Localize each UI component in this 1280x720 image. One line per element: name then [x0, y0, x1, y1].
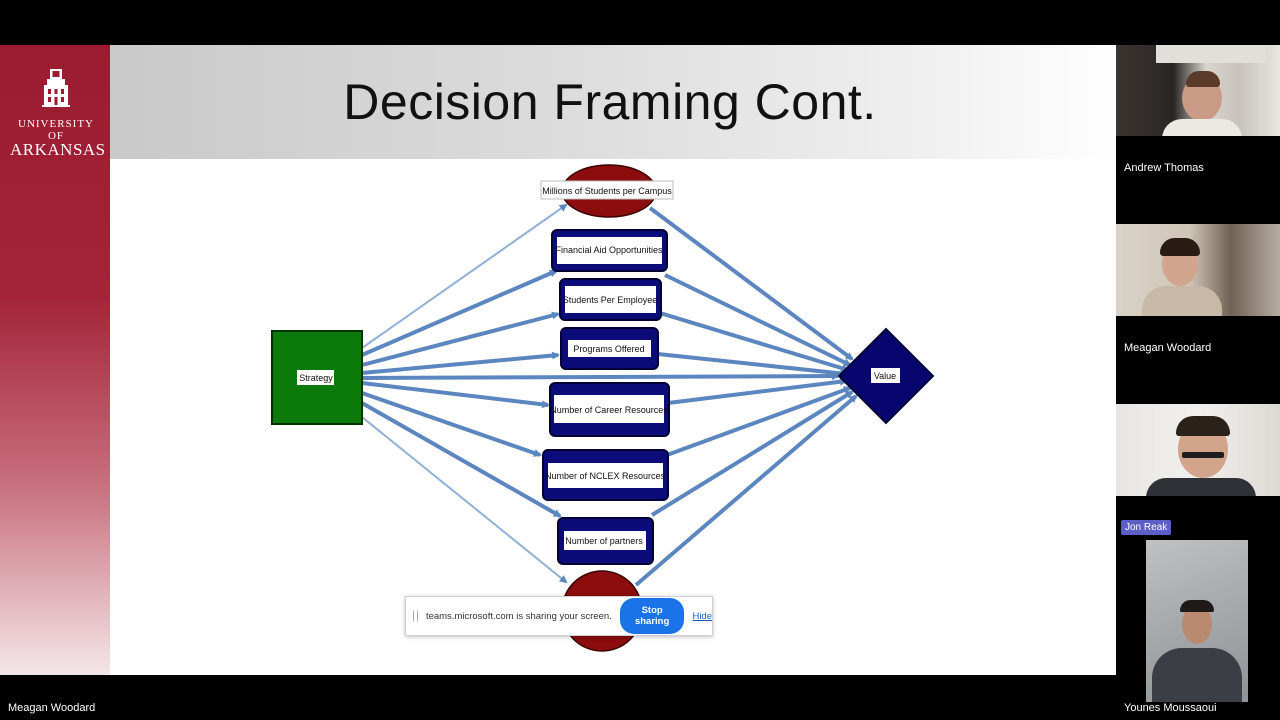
arrow-node-to-value: [657, 352, 848, 378]
chance-node-top-label-box: [540, 180, 674, 200]
arrow-strategy-to-node: [361, 391, 542, 457]
chance-node-top-label: Millions of Students per Campus: [542, 186, 672, 196]
arrow-node-to-value: [650, 390, 854, 517]
node-career-resources-label: Number of Career Resources: [550, 405, 668, 415]
slide-side-bar: UNIVERSITY OF ARKANSAS: [0, 45, 110, 675]
drag-handle-icon[interactable]: [413, 611, 418, 621]
participant-name: Andrew Thomas: [1124, 162, 1204, 174]
arrow-strategy-to-value: [361, 372, 840, 381]
decision-label-box: [297, 370, 334, 385]
participant-tile[interactable]: Andrew Thomas: [1116, 45, 1280, 223]
arrow-node-to-value: [667, 377, 848, 405]
arrow-strategy-to-top-chance: [361, 203, 568, 349]
node-label-box: [568, 340, 651, 357]
node-label-box: [557, 237, 662, 264]
node-label-box: [564, 531, 646, 550]
participant-tile[interactable]: Younes Moussaoui: [1116, 536, 1280, 720]
node-students-per-employee-label: Students Per Employee: [563, 295, 658, 305]
participant-name: Younes Moussaoui: [1124, 702, 1217, 714]
participant-video: [1146, 540, 1248, 702]
value-label-box: [871, 368, 900, 383]
presenter-name: Meagan Woodard: [8, 702, 96, 714]
slide-title: Decision Framing Cont.: [343, 74, 877, 130]
participant-name: Jon Reak: [1121, 520, 1172, 535]
logo-text-top: UNIVERSITY OF: [18, 118, 94, 142]
arrow-node-to-value: [666, 386, 852, 457]
arrow-strategy-to-node: [361, 351, 560, 375]
screen-share-bar: teams.microsoft.com is sharing your scre…: [405, 596, 713, 636]
arrow-strategy-to-node: [361, 311, 560, 367]
shared-slide: UNIVERSITY OF ARKANSAS Decision Framing …: [0, 45, 1116, 675]
arrow-strategy-to-node: [361, 401, 562, 518]
arrow-node-to-value: [634, 394, 858, 587]
node-partners-label: Number of partners: [565, 536, 643, 546]
university-logo: UNIVERSITY OF ARKANSAS: [10, 67, 106, 159]
arrow-strategy-to-node: [361, 269, 558, 357]
participant-name: Meagan Woodard: [1124, 342, 1212, 354]
participant-video: [1116, 404, 1280, 496]
node-label-box: [554, 395, 664, 423]
title-band: [110, 45, 1116, 159]
hide-share-bar-link[interactable]: Hide: [692, 610, 712, 622]
arrow-node-to-value: [648, 206, 854, 361]
arrow-node-to-value: [659, 311, 850, 373]
logo-text-main: ARKANSAS: [10, 140, 106, 159]
node-financial-aid-label: Financial Aid Opportunities: [555, 245, 663, 255]
participant-video: [1116, 224, 1280, 316]
node-programs-offered-label: Programs Offered: [573, 344, 644, 354]
node-nclex-resources-label: Number of NCLEX Resources: [545, 471, 666, 481]
arrow-strategy-to-node: [361, 381, 550, 409]
arrow-strategy-to-bottom-chance: [361, 416, 568, 584]
stop-sharing-button[interactable]: Stop sharing: [619, 598, 685, 634]
participant-tile[interactable]: Jon Reak: [1116, 404, 1280, 535]
node-label-box: [565, 286, 656, 313]
arrow-node-to-value: [664, 273, 852, 367]
old-main-tower-icon: [42, 69, 70, 107]
share-message: teams.microsoft.com is sharing your scre…: [425, 610, 612, 622]
decision-node-label: Strategy: [299, 373, 333, 383]
participant-video: [1116, 45, 1280, 136]
value-node-label: Value: [874, 371, 896, 381]
influence-diagram: Millions of Students per Campus Financia…: [271, 164, 935, 652]
node-label-box: [548, 463, 663, 488]
participant-tile[interactable]: Meagan Woodard: [1116, 224, 1280, 403]
